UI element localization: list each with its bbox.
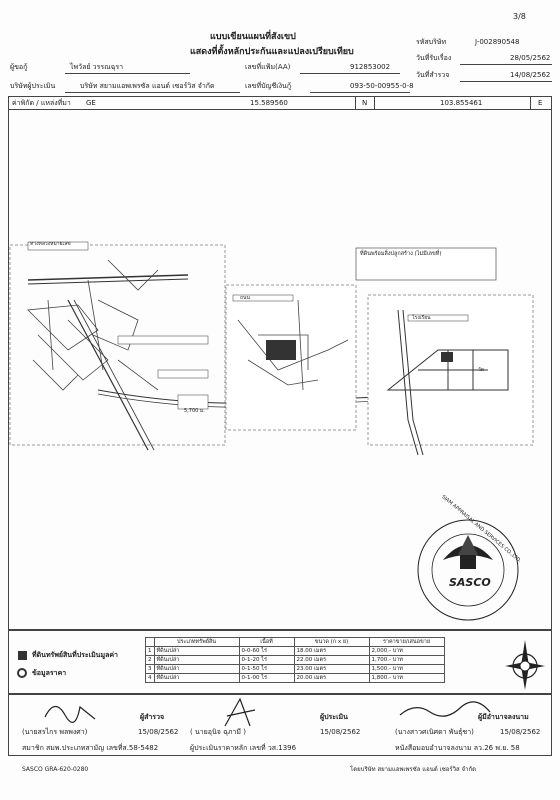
row-type: ที่ดินเปล่า — [153, 664, 240, 674]
footer-left: SASCO GRA-620-0280 — [22, 766, 89, 773]
company-value: บริษัท สยามแอพเพรซัล แอนด์ เซอร์วิส จำกั… — [80, 82, 215, 90]
signer-role: ผู้มีอำนาจลงนาม — [478, 713, 529, 721]
account-label: เลขที่บัญชีเงินกู้ — [245, 82, 292, 90]
table-header-row: ประเภททรัพย์สิน เนื้อที่ ขนาด (ก x ย) รา… — [145, 637, 445, 647]
north-arrow-icon — [505, 640, 545, 690]
table-row: 4 ที่ดินเปล่า 0-1-00 ไร่ 20.00 เมตร 1,80… — [145, 673, 445, 683]
table-row: 1 ที่ดินเปล่า 0-0-60 ไร่ 18.00 เมตร 2,00… — [145, 646, 445, 656]
sketch-map — [9, 241, 534, 456]
compare-legend-label: ข้อมูลราคา — [32, 669, 67, 677]
row-area: 0-1-00 ไร่ — [238, 673, 295, 683]
map-label-highway: ทางหลวงหมายเลข — [30, 241, 71, 247]
row-no: 4 — [145, 673, 155, 683]
surveyor-date: 15/08/2562 — [138, 728, 179, 736]
code-value: J-002890548 — [475, 38, 520, 46]
coord-label: ค่าพิกัด / แหล่งที่มา — [12, 99, 71, 107]
date-survey-value: 14/08/2562 — [510, 71, 551, 79]
date-survey-label: วันที่สำรวจ — [416, 71, 450, 79]
th-type: ประเภททรัพย์สิน — [153, 637, 240, 647]
th-size: ขนาด (ก x ย) — [293, 637, 370, 647]
table-row: 3 ที่ดินเปล่า 0-1-50 ไร่ 23.00 เมตร 1,50… — [145, 664, 445, 674]
page-number: 3/8 — [513, 12, 526, 21]
surveyor-signature — [44, 705, 96, 723]
row-size: 18.00 เมตร — [293, 646, 370, 656]
coord-source: GE — [86, 99, 96, 107]
date-start-label: วันที่รับเรื่อง — [416, 54, 452, 62]
compare-legend-icon — [17, 668, 27, 678]
signer-member: หนังสือมอบอำนาจลงนาม ลว.26 พ.ย. 58 — [395, 744, 520, 752]
appraiser-date: 15/08/2562 — [320, 728, 361, 736]
row-type: ที่ดินเปล่า — [153, 673, 240, 683]
company-stamp — [417, 519, 519, 621]
row-no: 3 — [145, 664, 155, 674]
map-label-distance: 5,700 ม. — [184, 408, 205, 414]
row-area: 0-0-60 ไร่ — [238, 646, 295, 656]
aa-label: เลขที่แฟ้ม(AA) — [245, 63, 291, 71]
lat-value: 15.589560 — [250, 99, 288, 107]
surveyor-role: ผู้สำรวจ — [140, 713, 165, 721]
aa-value: 912853002 — [350, 63, 391, 71]
row-size: 23.00 เมตร — [293, 664, 370, 674]
lon-value: 103.855461 — [440, 99, 483, 107]
row-price: 2,000.- บาท — [368, 646, 445, 656]
row-area: 0-1-20 ไร่ — [238, 655, 295, 665]
row-size: 22.00 เมตร — [293, 655, 370, 665]
appraiser-signature — [224, 697, 256, 727]
th-area: เนื้อที่ — [238, 637, 295, 647]
surveyor-member: สมาชิก สมพ.ประเภทสามัญ เลขที่ส.58-5482 — [22, 744, 159, 752]
appraiser-name: ( นายอุนิจ ฉุภามี ) — [190, 728, 246, 736]
signer-signature — [399, 701, 491, 717]
e-label: E — [538, 99, 543, 107]
n-label: N — [362, 99, 368, 107]
map-label-school: โรงเรียน — [412, 315, 431, 321]
title-line2: แสดงที่ตั้งหลักประกันและแปลงเปรียบเทียบ — [190, 47, 354, 57]
appraiser-role: ผู้ประเมิน — [320, 713, 348, 721]
code-label: รหัสบริษัท — [416, 38, 447, 46]
map-label-temple: วัด — [478, 367, 485, 373]
row-price: 1,800.- บาท — [368, 673, 445, 683]
map-label-road: ถนน — [240, 295, 250, 301]
footer-right: โดยบริษัท สยามแอพเพรซัล แอนด์ เซอร์วิส จ… — [350, 766, 476, 773]
customer-value: ไพวัลย์ วรรณฉุรา — [70, 63, 124, 71]
comparison-table: ประเภททรัพย์สิน เนื้อที่ ขนาด (ก x ย) รา… — [145, 637, 445, 683]
signer-name: (นางสาวศเนิศดา พันธุ์ชา) — [395, 728, 474, 736]
date-start-value: 28/05/2562 — [510, 54, 551, 62]
row-type: ที่ดินเปล่า — [153, 646, 240, 656]
company-label: บริษัทผู้ประเมิน — [10, 82, 56, 90]
row-area: 0-1-50 ไร่ — [238, 664, 295, 674]
row-price: 1,700.- บาท — [368, 655, 445, 665]
row-type: ที่ดินเปล่า — [153, 655, 240, 665]
appraiser-member: ผู้ประเมินราคาหลัก เลขที่ วส.1396 — [190, 744, 297, 752]
asset-legend-icon — [18, 651, 27, 660]
row-no: 2 — [145, 655, 155, 665]
table-row: 2 ที่ดินเปล่า 0-1-20 ไร่ 22.00 เมตร 1,70… — [145, 655, 445, 665]
title-line1: แบบเขียนแผนที่สังเขป — [210, 32, 296, 42]
customer-label: ผู้ขอกู้ — [10, 63, 28, 71]
surveyor-name: (นายสรไกร พลพงศา) — [22, 728, 88, 736]
row-no: 1 — [145, 646, 155, 656]
signer-date: 15/08/2562 — [500, 728, 541, 736]
stamp-brand: SASCO — [449, 576, 491, 589]
asset-legend-label: ที่ดินทรัพย์สินที่ประเมินมูลค่า — [32, 651, 118, 659]
row-price: 1,500.- บาท — [368, 664, 445, 674]
account-value: 093-50-00955-0-8 — [350, 82, 414, 90]
inset-title: ที่ดินพร้อมสิ่งปลูกสร้าง (ไม่มีเลขที่) — [360, 251, 442, 257]
row-size: 20.00 เมตร — [293, 673, 370, 683]
th-price: ราคาขาย/เสนอขาย — [368, 637, 445, 647]
